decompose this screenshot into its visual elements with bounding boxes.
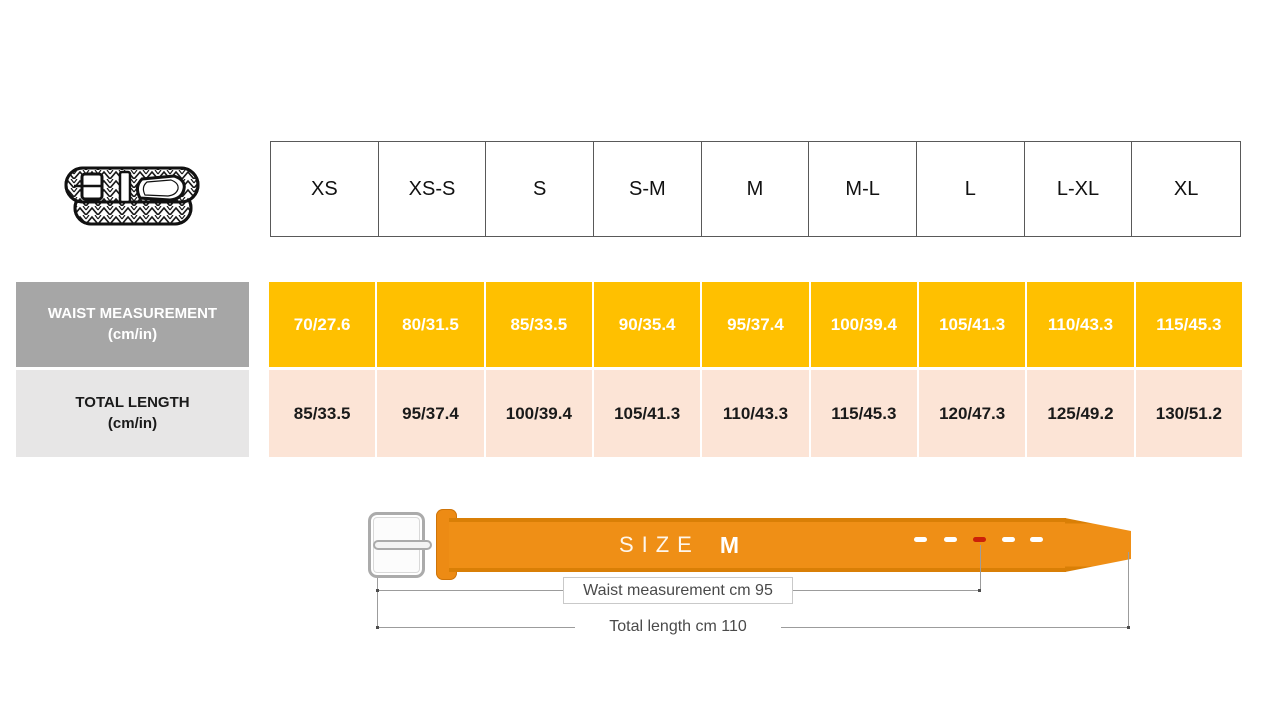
waist-value: 90/35.4 (594, 282, 701, 367)
belt-hole (1030, 537, 1043, 542)
total-length-annotation: Total length cm 110 (575, 614, 781, 640)
measurement-table: WAIST MEASUREMENT (cm/in) 70/27.6 80/31.… (16, 282, 1242, 457)
waist-row-label: WAIST MEASUREMENT (cm/in) (16, 282, 249, 367)
size-header-table: XS XS-S S S-M M M-L L L-XL XL (270, 141, 1241, 237)
braided-belt-clipart (64, 166, 200, 226)
length-value: 95/37.4 (377, 370, 484, 457)
belt-strap-tip (1065, 518, 1131, 572)
belt-buckle-prong (373, 540, 432, 550)
guide-line-left-vertical (377, 578, 378, 628)
length-value: 120/47.3 (919, 370, 1026, 457)
grid-spacer (251, 282, 267, 367)
length-value: 125/49.2 (1027, 370, 1134, 457)
waist-row-label-line1: WAIST MEASUREMENT (47, 305, 218, 323)
belt-strap (449, 518, 1066, 572)
size-value: M (719, 531, 740, 558)
waist-measurement-annotation: Waist measurement cm 95 (563, 577, 793, 604)
size-cell-sm: S-M (594, 142, 702, 236)
length-value: 105/41.3 (594, 370, 701, 457)
length-value: 100/39.4 (485, 370, 592, 457)
length-value: 115/45.3 (810, 370, 917, 457)
length-row-label-line1: TOTAL LENGTH (75, 394, 190, 412)
size-word: SIZE (618, 532, 700, 557)
length-value: 85/33.5 (269, 370, 376, 457)
waist-value: 105/41.3 (919, 282, 1026, 367)
length-value: 130/51.2 (1135, 370, 1242, 457)
size-cell-xs: XS (271, 142, 379, 236)
belt-hole (1002, 537, 1015, 542)
guide-line-hole-vertical (980, 545, 981, 590)
guide-endpoint-dot (376, 589, 379, 592)
guide-endpoint-dot (376, 626, 379, 629)
size-cell-l: L (917, 142, 1025, 236)
length-value: 110/43.3 (702, 370, 809, 457)
waist-value: 95/37.4 (702, 282, 809, 367)
size-cell-xss: XS-S (379, 142, 487, 236)
guide-endpoint-dot (1127, 626, 1130, 629)
belt-hole-marked (973, 537, 986, 542)
belt-hole (914, 537, 927, 542)
waist-value: 115/45.3 (1135, 282, 1242, 367)
length-row-label-line2: (cm/in) (107, 414, 158, 432)
waist-value: 70/27.6 (269, 282, 376, 367)
waist-value: 80/31.5 (377, 282, 484, 367)
guide-line-tip-vertical (1128, 552, 1129, 627)
grid-spacer (251, 370, 267, 457)
waist-value: 85/33.5 (485, 282, 592, 367)
length-row-label: TOTAL LENGTH (cm/in) (16, 370, 249, 457)
belt-hole (944, 537, 957, 542)
size-cell-xl: XL (1173, 177, 1199, 200)
size-cell-lxl: L-XL (1025, 142, 1133, 236)
size-cell-m: M (702, 142, 810, 236)
waist-value: 110/43.3 (1027, 282, 1134, 367)
waist-value: 100/39.4 (810, 282, 917, 367)
guide-endpoint-dot (978, 589, 981, 592)
waist-row-label-line2: (cm/in) (107, 325, 158, 343)
size-cell-s: S (486, 142, 594, 236)
size-cell-ml: M-L (809, 142, 917, 236)
belt-size-text: SIZE M (449, 518, 909, 572)
